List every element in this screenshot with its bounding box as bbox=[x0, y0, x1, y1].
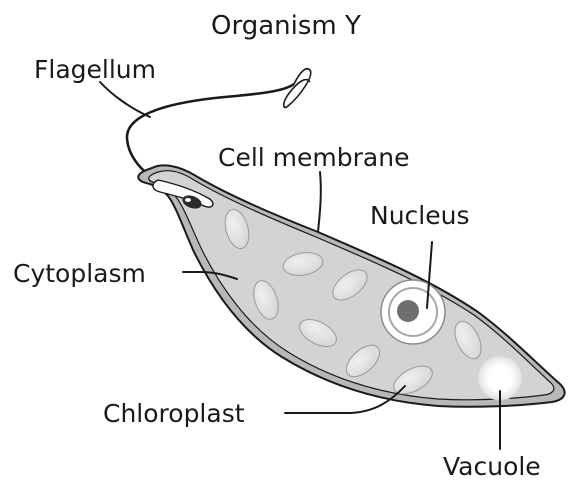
cell-membrane-leader bbox=[318, 172, 321, 232]
label-cell-membrane: Cell membrane bbox=[218, 143, 409, 172]
diagram-title: Organism Y bbox=[211, 11, 361, 41]
label-flagellum: Flagellum bbox=[34, 55, 156, 84]
label-vacuole: Vacuole bbox=[443, 452, 541, 481]
label-cytoplasm: Cytoplasm bbox=[13, 259, 146, 288]
nucleolus bbox=[397, 300, 419, 322]
flagellum-leader bbox=[100, 82, 150, 117]
nucleus bbox=[381, 280, 445, 344]
label-chloroplast: Chloroplast bbox=[103, 399, 245, 428]
label-nucleus: Nucleus bbox=[370, 201, 470, 230]
